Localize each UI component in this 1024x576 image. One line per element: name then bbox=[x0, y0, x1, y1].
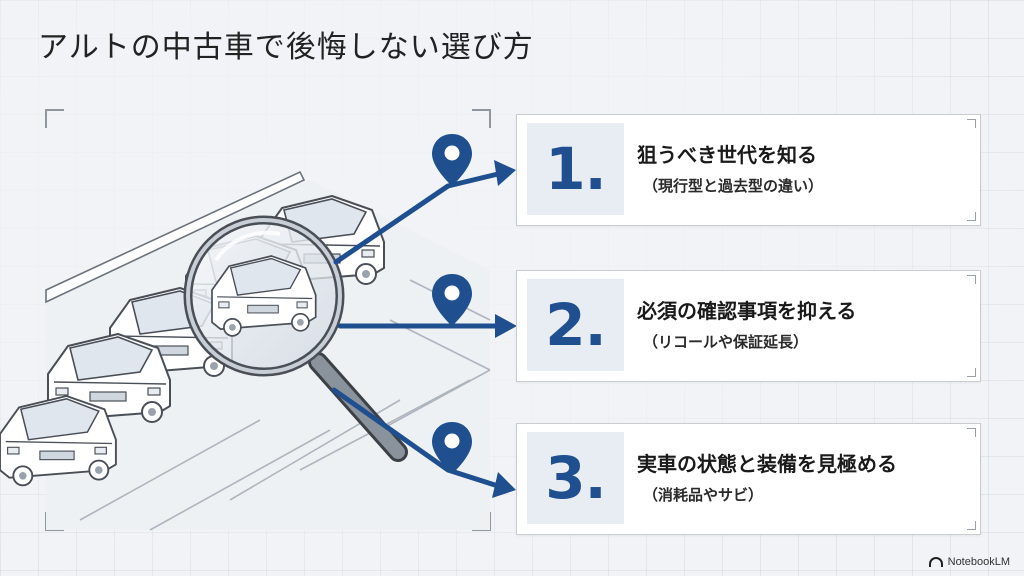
step-title: 実車の状態と装備を見極める bbox=[637, 452, 897, 476]
step-subtitle: （リコールや保証延長） bbox=[643, 333, 809, 351]
card-corner bbox=[967, 521, 976, 530]
step-number: 3. bbox=[545, 444, 606, 512]
step-number-box: 1. bbox=[527, 123, 624, 215]
step-title: 狙うべき世代を知る bbox=[637, 143, 817, 167]
step-subtitle: （消耗品やサビ） bbox=[643, 486, 764, 504]
step-title: 必須の確認事項を抑える bbox=[637, 299, 857, 323]
notebooklm-logo-icon bbox=[928, 557, 943, 567]
step-card-2: 2. 必須の確認事項を抑える （リコールや保証延長） bbox=[516, 270, 981, 382]
step-number-box: 2. bbox=[527, 279, 624, 371]
page-title: アルトの中古車で後悔しない選び方 bbox=[38, 30, 534, 65]
logo-text: NotebookLM bbox=[947, 556, 1010, 568]
card-corner bbox=[967, 119, 976, 128]
car-icon bbox=[0, 395, 117, 487]
step-number: 2. bbox=[545, 291, 606, 359]
step-card-1: 1. 狙うべき世代を知る （現行型と過去型の違い） bbox=[516, 114, 981, 226]
card-corner bbox=[967, 275, 976, 284]
location-pin-icon bbox=[432, 134, 472, 186]
step-number: 1. bbox=[545, 135, 606, 203]
step-subtitle: （現行型と過去型の違い） bbox=[643, 177, 824, 195]
card-corner bbox=[967, 212, 976, 221]
card-corner bbox=[967, 368, 976, 377]
notebooklm-logo: NotebookLM bbox=[928, 556, 1010, 568]
card-corner bbox=[967, 428, 976, 437]
step-number-box: 3. bbox=[527, 432, 624, 524]
step-card-3: 3. 実車の状態と装備を見極める （消耗品やサビ） bbox=[516, 423, 981, 535]
